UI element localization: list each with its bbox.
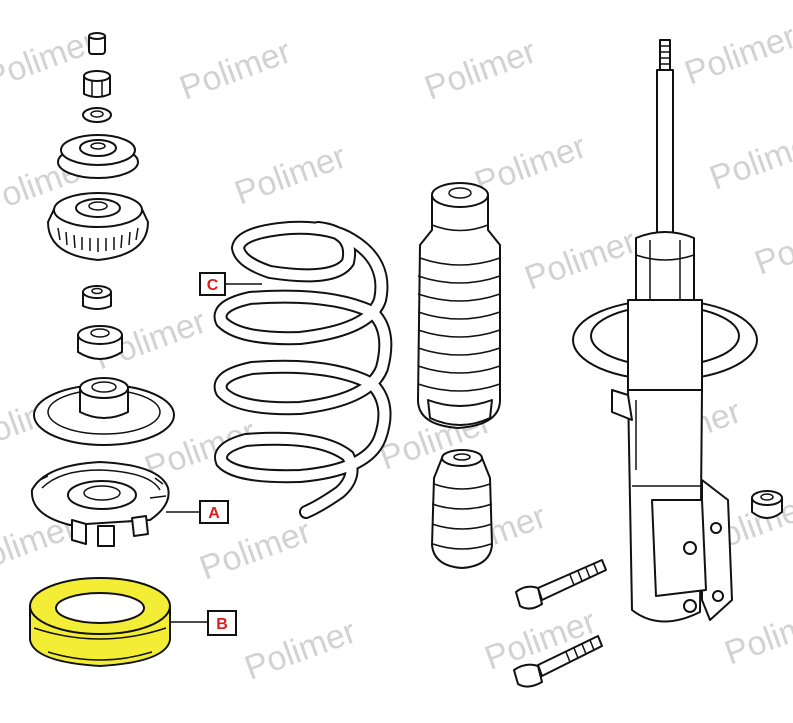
watermark-text: Polimer <box>680 17 793 92</box>
dust-cap <box>88 32 106 55</box>
watermark-text: Polimer <box>420 32 541 107</box>
callout-c-label: C <box>207 277 219 294</box>
callout-a: A <box>166 500 229 524</box>
bump-mount <box>77 325 123 360</box>
watermark-text: Polimer <box>240 612 361 687</box>
watermark-text: Polimer <box>750 207 793 282</box>
washer-small <box>82 107 112 123</box>
bolt-upper <box>515 559 607 610</box>
callout-a-label: A <box>208 505 220 522</box>
coil-spring <box>213 220 393 519</box>
top-mount-plate <box>57 134 139 179</box>
bump-stop <box>431 449 493 569</box>
watermark-text: Polimer <box>520 222 641 297</box>
callout-c: C <box>199 272 262 296</box>
shock-absorber <box>572 39 758 623</box>
spring-upper-seat <box>33 377 175 446</box>
bolt-lower <box>513 635 603 688</box>
top-mount-rubber <box>47 192 149 261</box>
spring-pad-b-highlighted <box>29 577 171 668</box>
watermark-text: Polimer <box>720 597 793 672</box>
top-lock-nut <box>83 70 111 98</box>
watermark-text: Polimer <box>705 122 793 197</box>
watermark-text: Polimer <box>230 137 351 212</box>
watermark-text: Polimer <box>175 32 296 107</box>
spring-pad-a <box>30 461 170 547</box>
flange-nut <box>751 490 783 519</box>
watermark-text: Polimer <box>470 127 591 202</box>
callout-b-label: B <box>216 616 228 633</box>
callout-b: B <box>170 610 237 636</box>
hex-nut <box>82 285 112 310</box>
dust-boot <box>417 182 501 429</box>
